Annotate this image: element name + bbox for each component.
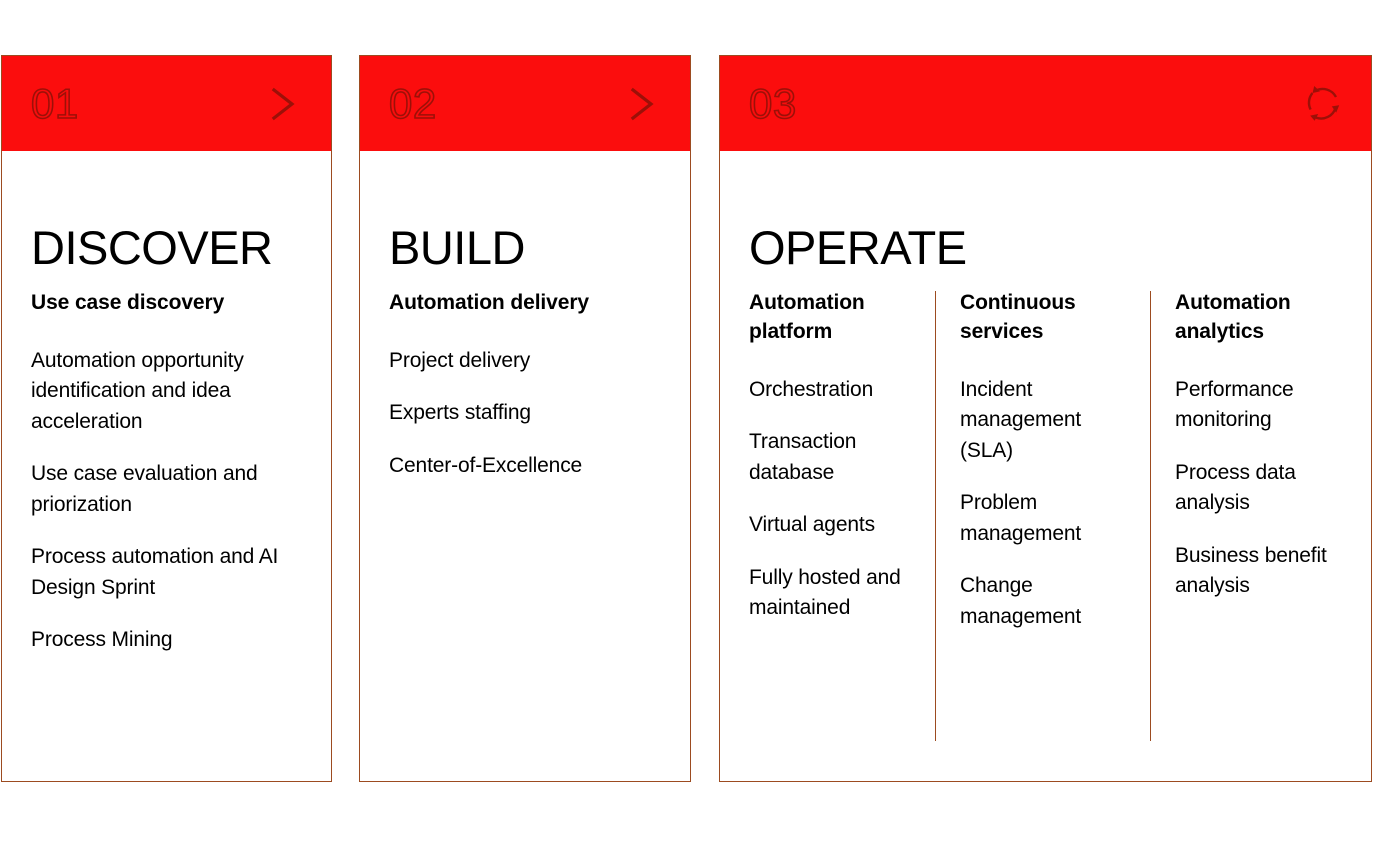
column-item-list: Project delivery Experts staffing Center… bbox=[389, 346, 672, 481]
column-item-list: Automation opportunity identification an… bbox=[31, 346, 313, 656]
stage-number: 01 bbox=[30, 79, 79, 127]
list-item: Use case evaluation and priorization bbox=[31, 462, 258, 516]
stage-title: OPERATE bbox=[749, 221, 967, 274]
stage-number: 02 bbox=[388, 79, 437, 127]
list-item: Virtual agents bbox=[749, 513, 875, 537]
list-item: Performance monitoring bbox=[1175, 377, 1294, 432]
column-item-list: Incident management (SLA) Problem manage… bbox=[960, 375, 1132, 632]
stage-card-discover[interactable]: 01 DISCOVER Use case discovery Automatio… bbox=[1, 55, 332, 782]
stage-columns: Use case discovery Automation opportunit… bbox=[2, 289, 331, 781]
stage-card-build[interactable]: 02 BUILD Automation delivery Project del… bbox=[359, 55, 691, 782]
stage-title: DISCOVER bbox=[31, 221, 273, 274]
list-item: Experts staffing bbox=[389, 401, 531, 425]
column-item-list: Performance monitoring Process data anal… bbox=[1175, 375, 1347, 602]
column-continuous-services: Continuous services Incident management … bbox=[935, 289, 1150, 781]
column-use-case-discovery: Use case discovery Automation opportunit… bbox=[2, 289, 331, 781]
list-item: Transaction database bbox=[749, 430, 857, 484]
stage-card-body: BUILD Automation delivery Project delive… bbox=[360, 151, 690, 781]
column-item-list: Orchestration Transaction database Virtu… bbox=[749, 375, 917, 624]
stage-card-header: 02 bbox=[360, 56, 690, 151]
stage-card-header: 01 bbox=[2, 56, 331, 151]
column-automation-delivery: Automation delivery Project delivery Exp… bbox=[360, 289, 690, 781]
stage-card-body: DISCOVER Use case discovery Automation o… bbox=[2, 151, 331, 781]
chevron-right-icon bbox=[261, 82, 305, 126]
list-item: Project delivery bbox=[389, 348, 531, 372]
stage-number: 03 bbox=[748, 79, 797, 127]
list-item: Orchestration bbox=[749, 377, 874, 401]
stage-card-header: 03 bbox=[720, 56, 1371, 151]
list-item: Change management bbox=[960, 574, 1082, 628]
column-heading: Use case discovery bbox=[31, 291, 225, 314]
list-item: Center-of-Excellence bbox=[389, 453, 583, 477]
list-item: Automation opportunity identification an… bbox=[31, 348, 244, 433]
stage-title: BUILD bbox=[389, 221, 525, 274]
stage-columns: Automation platform Orchestration Transa… bbox=[720, 289, 1371, 781]
list-item: Process Mining bbox=[31, 628, 173, 652]
column-heading: Automation delivery bbox=[389, 291, 589, 314]
stage-card-body: OPERATE Automation platform Orchestratio… bbox=[720, 151, 1371, 781]
column-heading: Continuous services bbox=[960, 291, 1076, 343]
column-automation-platform: Automation platform Orchestration Transa… bbox=[720, 289, 935, 781]
list-item: Business benefit analysis bbox=[1175, 543, 1327, 598]
list-item: Process data analysis bbox=[1175, 460, 1296, 515]
column-heading: Automation platform bbox=[749, 291, 865, 343]
stage-columns: Automation delivery Project delivery Exp… bbox=[360, 289, 690, 781]
list-item: Process automation and AI Design Sprint bbox=[31, 545, 279, 599]
list-item: Incident management (SLA) bbox=[960, 377, 1082, 462]
column-automation-analytics: Automation analytics Performance monitor… bbox=[1150, 289, 1365, 781]
chevron-right-icon bbox=[620, 82, 664, 126]
list-item: Problem management bbox=[960, 491, 1082, 545]
recycle-loop-icon bbox=[1301, 82, 1345, 126]
list-item: Fully hosted and maintained bbox=[749, 565, 901, 620]
stage-card-operate[interactable]: 03 OPERATE bbox=[719, 55, 1372, 782]
column-heading: Automation analytics bbox=[1175, 291, 1291, 343]
